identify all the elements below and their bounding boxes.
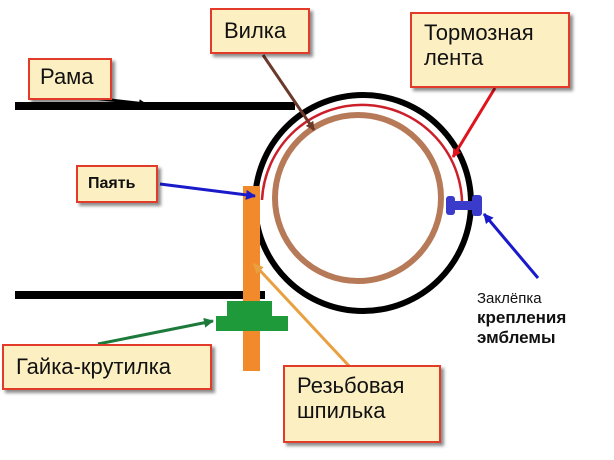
- brake-band: [260, 103, 464, 211]
- label-knob-nut: Гайка-крутилка: [2, 344, 212, 390]
- label-threaded-rod: Резьбовая шпилька: [283, 365, 441, 443]
- label-rivet-line3: эмблемы: [477, 328, 556, 348]
- label-fork: Вилка: [210, 8, 310, 54]
- label-rivet: Заклёпка крепления эмблемы: [477, 290, 607, 349]
- label-solder-text: Паять: [88, 175, 136, 192]
- label-knob-nut-text: Гайка-крутилка: [16, 354, 172, 379]
- label-threaded-rod-line2: шпилька: [297, 398, 386, 424]
- rivet-icon: [446, 195, 482, 216]
- label-brake-band-line2: лента: [424, 45, 484, 71]
- label-rivet-line2: крепления: [477, 308, 567, 327]
- knob-nut: [216, 301, 288, 331]
- label-frame: Рама: [28, 58, 112, 100]
- arrow-knob-nut: [97, 317, 214, 346]
- label-fork-text: Вилка: [224, 18, 287, 43]
- label-rivet-line1: Заклёпка: [477, 290, 542, 307]
- label-frame-text: Рама: [40, 64, 94, 89]
- arrow-rivet: [482, 213, 540, 279]
- label-brake-band-line1: Тормозная: [424, 20, 534, 45]
- arrow-fork: [261, 54, 316, 131]
- fork-ring: [272, 112, 444, 284]
- label-threaded-rod-line1: Резьбовая: [297, 373, 405, 398]
- threaded-rod: [243, 186, 260, 371]
- label-brake-band: Тормозная лента: [410, 12, 570, 88]
- label-solder: Паять: [76, 165, 158, 203]
- arrow-brake-band: [451, 87, 497, 158]
- arrow-solder: [159, 182, 256, 200]
- arrow-threaded-rod: [252, 262, 352, 369]
